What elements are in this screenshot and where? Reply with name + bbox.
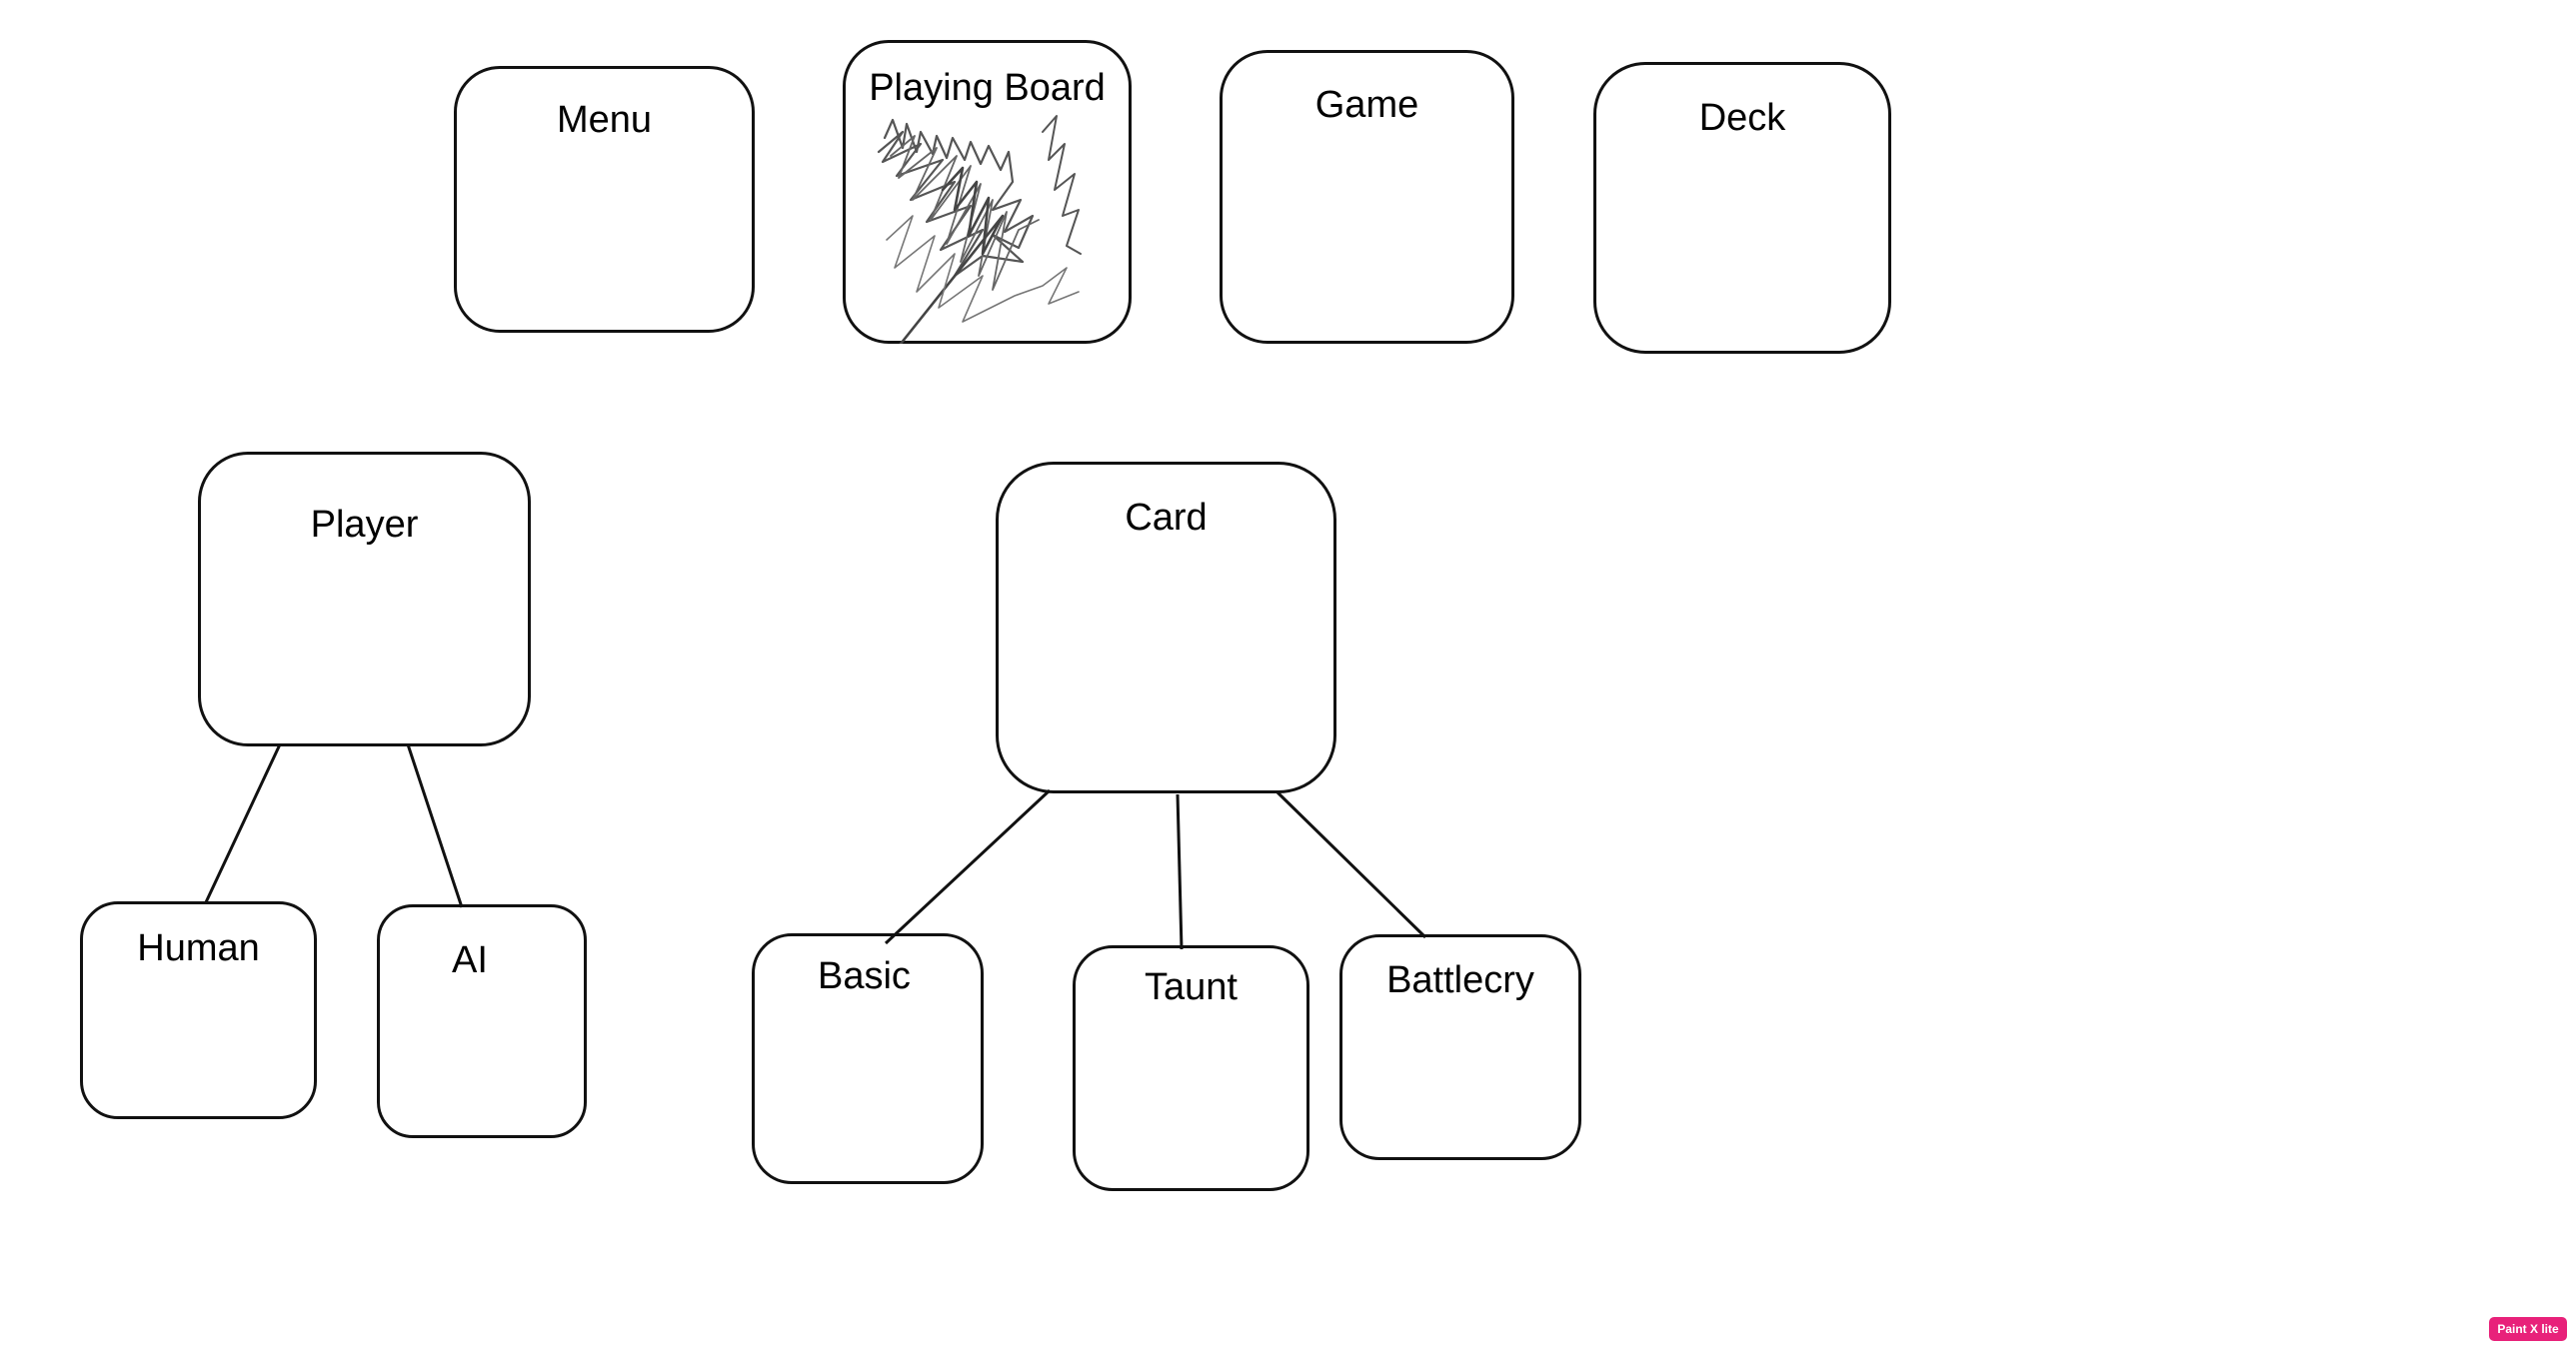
card-box: Card (996, 462, 1336, 793)
game-box: Game (1220, 50, 1514, 344)
card-label: Card (1125, 497, 1208, 539)
menu-box: Menu (454, 66, 755, 333)
battlecry-box: Battlecry (1339, 934, 1581, 1160)
battlecry-label: Battlecry (1386, 959, 1534, 1001)
deck-label: Deck (1698, 97, 1786, 139)
playing-board-box: Playing Board (843, 40, 1132, 344)
connector-card-battlecry (1276, 790, 1427, 939)
playing-board-label: Playing Board (869, 67, 1106, 109)
basic-box: Basic (752, 933, 984, 1184)
basic-label: Basic (818, 955, 911, 997)
scribble-drawing (877, 115, 1082, 344)
watermark-badge: Paint X lite (2489, 1317, 2567, 1341)
menu-label: Menu (556, 99, 653, 141)
player-label: Player (310, 504, 419, 546)
ai-box: AI (377, 904, 587, 1138)
deck-box: Deck (1593, 62, 1891, 354)
taunt-box: Taunt (1073, 945, 1309, 1191)
human-label: Human (137, 927, 260, 969)
human-box: Human (80, 901, 317, 1119)
connector-player-human (204, 743, 282, 903)
connector-card-taunt (1176, 793, 1184, 950)
taunt-label: Taunt (1145, 966, 1238, 1008)
game-label: Game (1314, 84, 1419, 126)
connector-player-ai (406, 743, 464, 908)
player-box: Player (198, 452, 531, 746)
ai-label: AI (452, 939, 488, 981)
connector-card-basic (884, 788, 1052, 945)
